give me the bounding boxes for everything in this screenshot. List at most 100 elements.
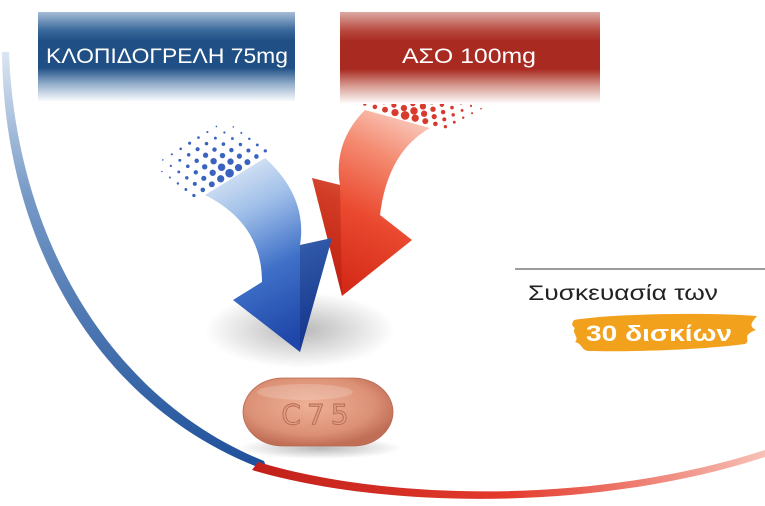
pill-body [242,377,394,447]
red-halftone-dot [443,125,448,129]
blue-arrow-body [205,158,332,352]
orange-brush-stroke [572,313,757,352]
red-halftone-dot [433,121,438,127]
blue-halftone-dot [232,126,235,128]
blue-halftone-dot [176,182,180,185]
blue-halftone-dot [255,143,259,147]
clopidogrel-label-box [38,12,295,102]
red-halftone-dot [469,104,473,108]
blue-halftone-dot [208,181,215,188]
blue-halftone-dot [192,193,196,198]
blue-halftone-dot [169,164,172,168]
blue-halftone-dot [209,169,216,176]
red-halftone-dot [410,107,418,115]
pill-highlight [257,384,353,400]
clopidogrel-label-text: ΚΛΟΠΙΔΟΓΡΕΛΗ 75mg [46,45,288,68]
blue-halftone-dot [225,168,234,178]
blue-halftone-dot [219,152,226,159]
blue-halftone-dot [186,153,191,157]
red-halftone-dot [471,112,474,115]
blue-halftone-dot [210,158,217,165]
blue-halftone-dot [185,176,189,180]
red-halftone-dot [391,108,399,117]
blue-arrow-dots [161,125,267,198]
blue-arc [2,52,268,471]
blue-halftone-dot [240,131,243,134]
package-info: Συσκευασία των 30 δισκίων [515,268,765,352]
curved-arrow-down-right-icon [161,125,332,352]
blue-halftone-dot [229,147,234,153]
blue-halftone-dot [202,152,209,158]
blue-halftone-dot [263,149,267,153]
red-halftone-dot [440,109,446,115]
blue-halftone-dot [201,175,207,181]
blue-halftone-dot [195,147,200,152]
blue-halftone-dot [201,164,208,170]
blue-halftone-dot [213,136,217,140]
clopidogrel-label: ΚΛΟΠΙΔΟΓΡΕΛΗ 75mg [38,12,295,102]
red-halftone-dot [460,108,464,112]
blue-halftone-dot [234,163,243,172]
blue-halftone-dot [204,141,209,146]
red-halftone-dot [400,111,410,120]
blue-halftone-dot [188,141,192,145]
aso-label: ΑΣΟ 100mg [340,12,600,104]
blue-halftone-dot [193,170,199,175]
red-halftone-dot [461,116,465,119]
blue-halftone-dot [217,163,226,171]
blue-halftone-dot [161,170,163,173]
package-prefix-text: Συσκευασία των [528,282,718,305]
aso-label-text: ΑΣΟ 100mg [402,45,536,68]
curved-arrow-down-left-icon [312,83,482,296]
blue-halftone-dot [238,142,243,147]
aso-label-box [340,12,600,104]
blue-halftone-dot [223,131,226,134]
blue-halftone-dot [254,154,259,159]
blue-halftone-dot [227,158,234,165]
blue-halftone-dot [170,153,173,156]
red-halftone-dot [480,107,482,110]
blue-halftone-dot [192,181,197,186]
red-halftone-dot [382,106,388,113]
blue-halftone-dot [212,147,217,152]
blue-arrow-facet [300,238,332,352]
red-halftone-dot [420,110,428,117]
blue-halftone-dot [197,136,200,139]
blue-halftone-dot [194,158,199,164]
red-arrow-facet [312,178,342,296]
blue-halftone-dot [221,142,226,146]
red-halftone-dot [411,114,419,122]
red-halftone-dot [430,106,436,112]
red-halftone-dot [400,104,408,112]
blue-halftone-dot [230,137,234,140]
blue-halftone-dot [161,159,164,161]
blue-halftone-dot [184,188,188,191]
pill-tablet: C75 [242,377,394,447]
blue-halftone-dot [248,137,251,141]
blue-halftone-dot [185,164,190,169]
blue-halftone-dot [206,131,209,134]
blue-halftone-dot [179,147,183,151]
red-halftone-dot [442,117,447,122]
blue-halftone-dot [177,170,181,174]
red-arrow-body [312,110,430,296]
red-halftone-dot [450,105,454,110]
red-arc [252,450,765,499]
red-halftone-dot [451,113,455,117]
red-halftone-dot [372,104,378,110]
blue-halftone-dot [217,175,225,183]
blue-halftone-dot [244,159,251,166]
blue-halftone-dot [246,148,251,153]
red-halftone-dot [422,118,429,125]
red-halftone-dot [431,114,437,120]
pill-imprint: C75 [281,398,354,431]
blue-halftone-dot [200,187,206,193]
package-count-text: 30 δισκίων [586,321,732,346]
blue-halftone-dot [168,176,171,179]
blue-halftone-dot [236,153,242,159]
blue-halftone-dot [215,125,218,128]
red-halftone-dot [419,103,427,110]
red-halftone-dot [452,120,456,124]
